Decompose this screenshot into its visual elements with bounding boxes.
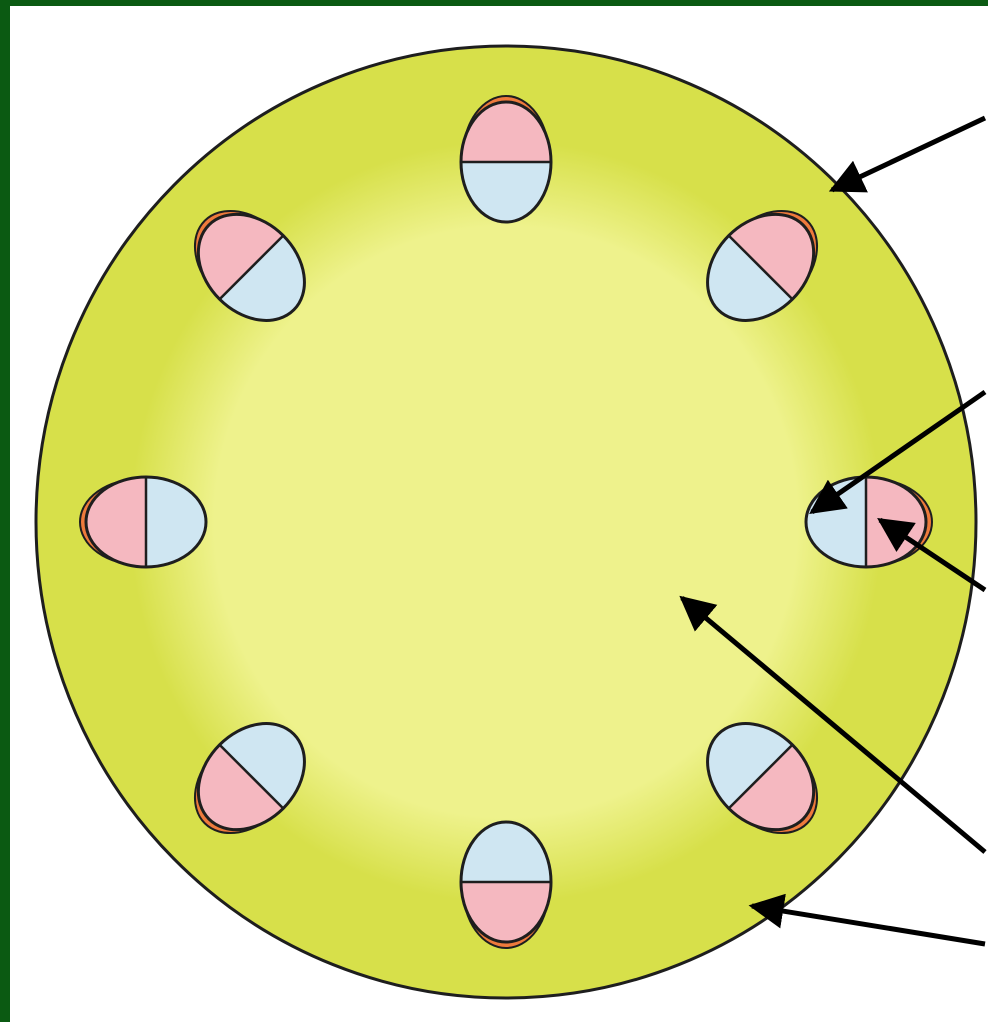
cortex-arrow <box>752 906 985 944</box>
epidermis-arrow <box>832 118 985 190</box>
